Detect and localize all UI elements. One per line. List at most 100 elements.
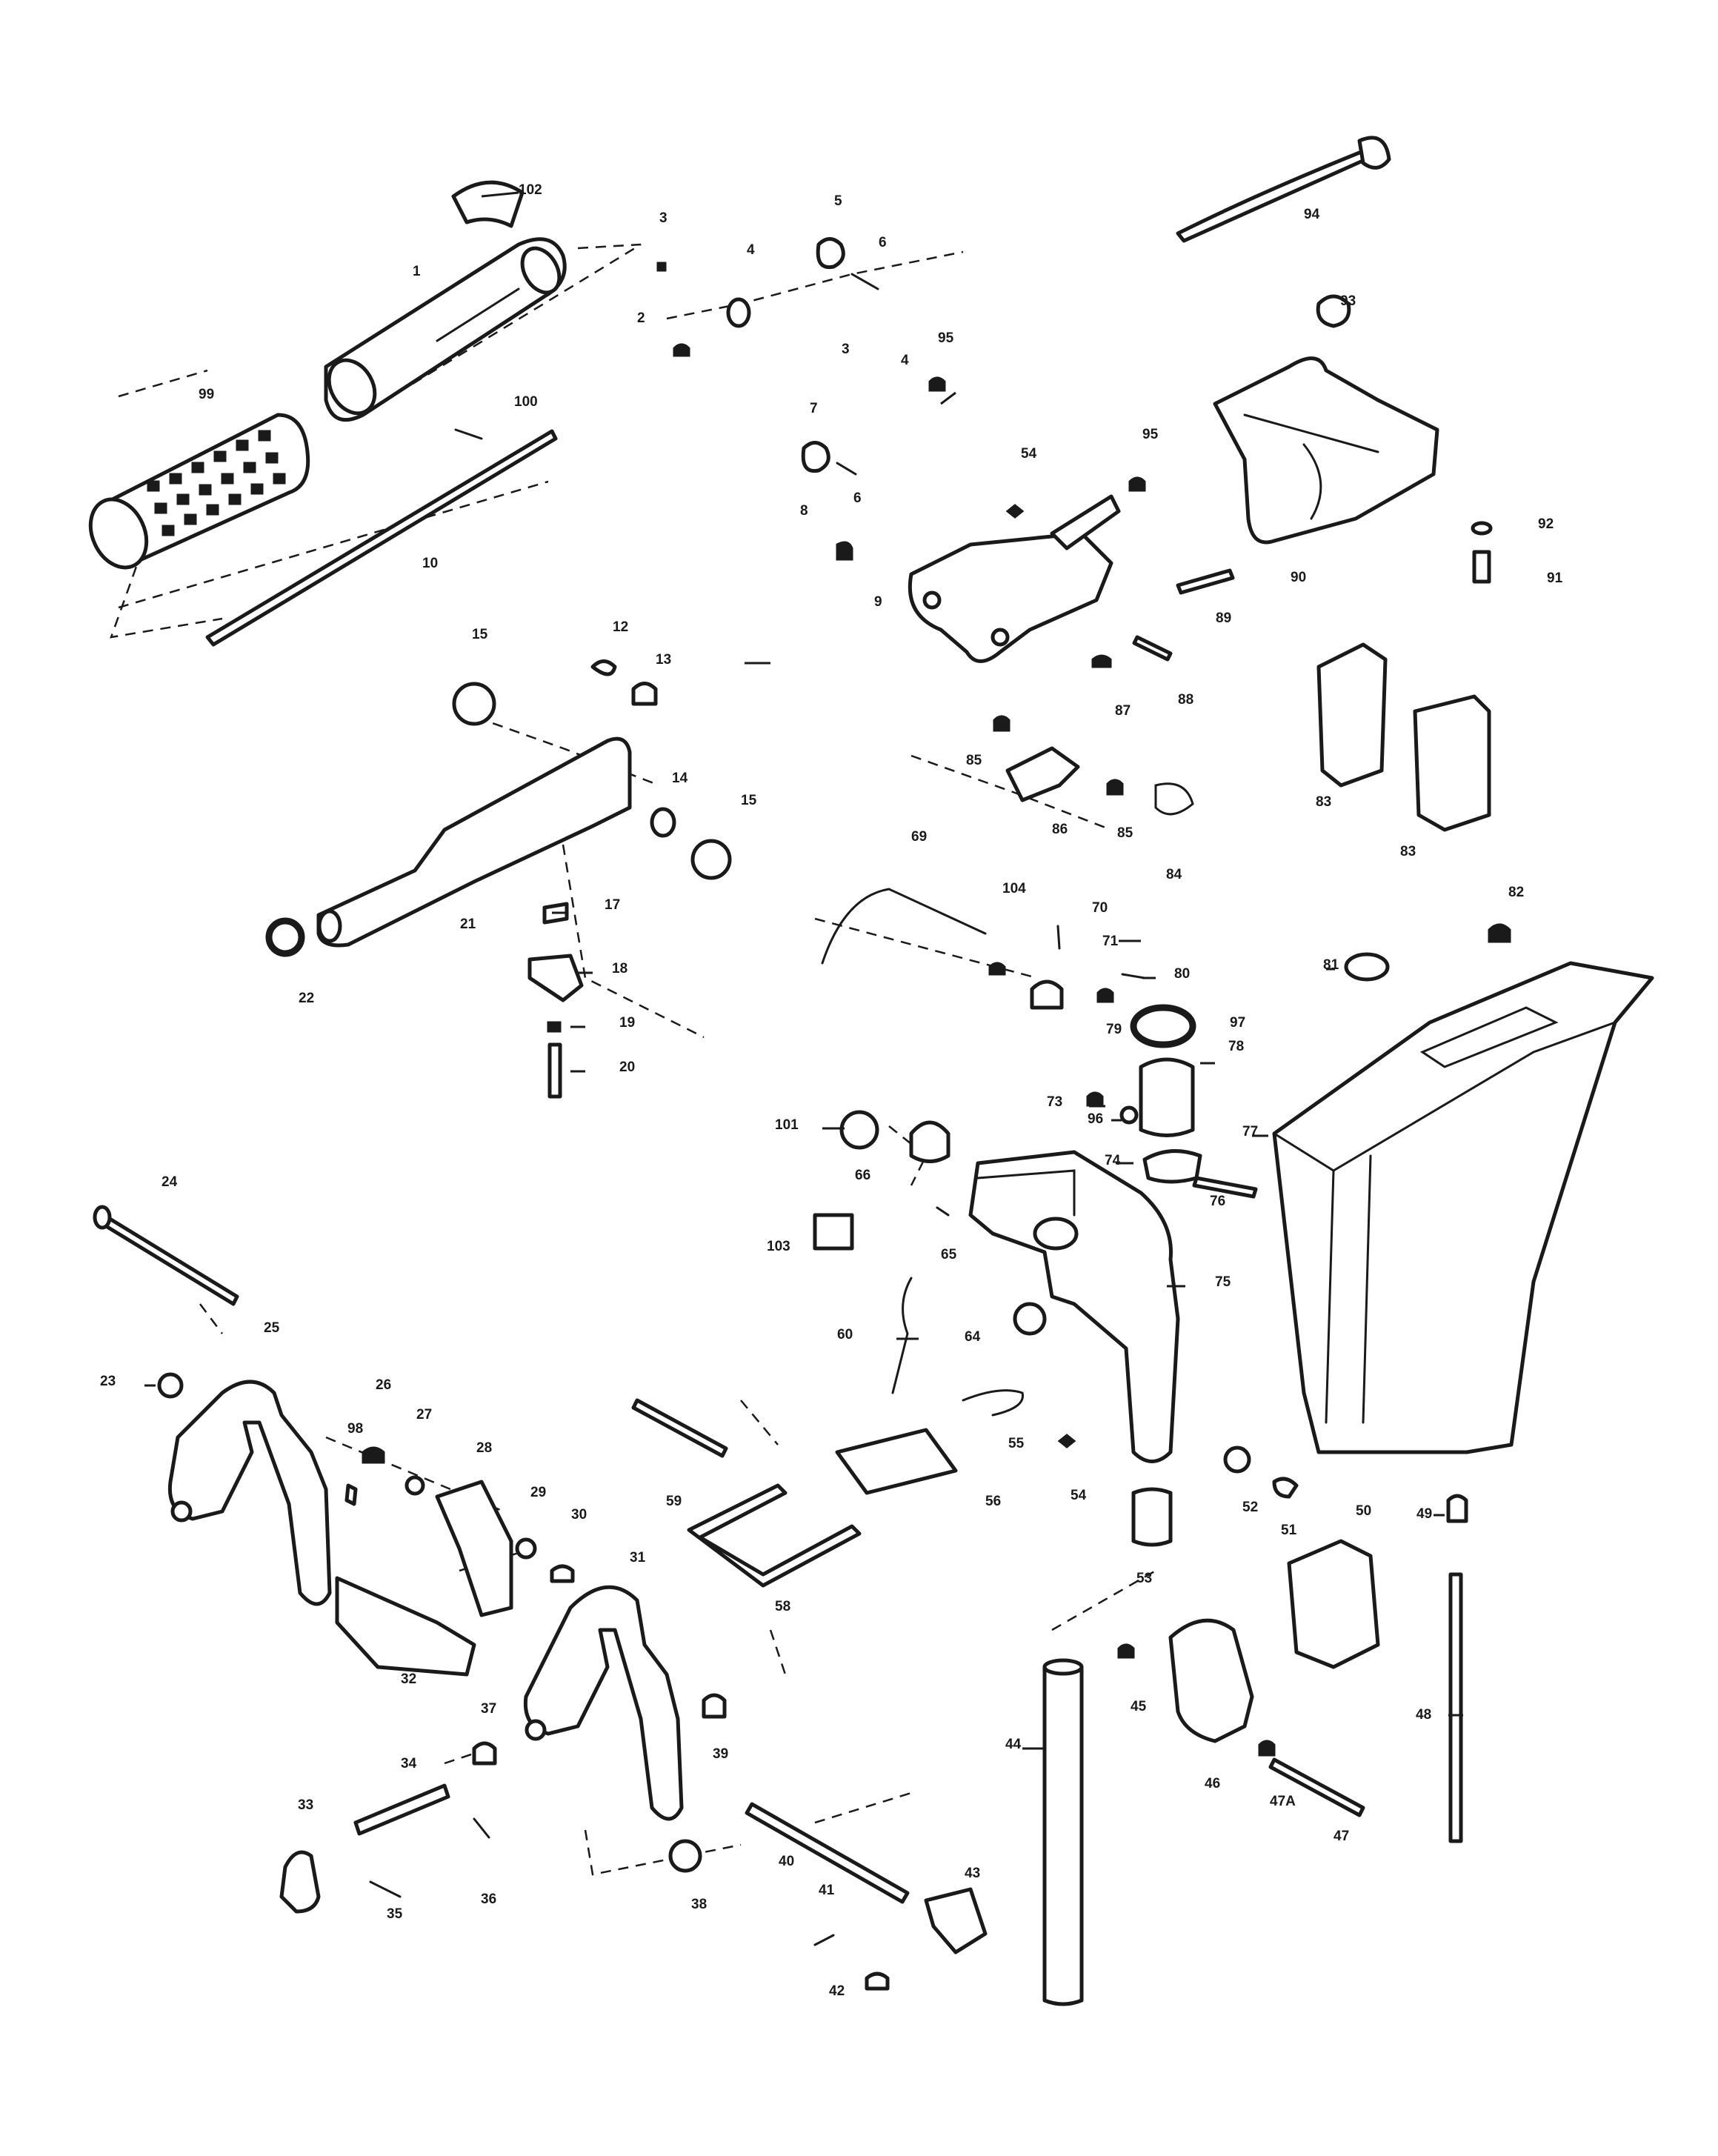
part-84-spring (1154, 782, 1194, 816)
callout-20: 20 (619, 1059, 635, 1075)
callout-31: 31 (630, 1550, 646, 1566)
part-65-pin (936, 1206, 950, 1217)
part-97-ring (1130, 1004, 1196, 1048)
callout-82: 82 (1508, 885, 1524, 900)
part-27-washer (404, 1475, 425, 1496)
callout-97: 97 (1230, 1015, 1245, 1031)
part-96-washer (1119, 1105, 1139, 1125)
part-22-o-ring (265, 917, 305, 957)
callout-41: 41 (819, 1883, 835, 1898)
callout-33: 33 (298, 1797, 313, 1813)
part-83-cover-left (1316, 642, 1388, 788)
callout-59: 59 (666, 1494, 682, 1509)
callout-54: 54 (1071, 1488, 1087, 1503)
callout-100: 100 (514, 394, 538, 410)
callout-84: 84 (1166, 867, 1182, 882)
callout-78: 78 (1228, 1039, 1244, 1054)
callout-90: 90 (1291, 570, 1306, 585)
callout-45: 45 (1131, 1699, 1147, 1714)
callout-56: 56 (985, 1494, 1001, 1509)
callout-99: 99 (199, 387, 214, 402)
callout-40: 40 (779, 1854, 794, 1869)
callout-42: 42 (829, 1983, 845, 1999)
part-54-nut-lower (1057, 1434, 1076, 1448)
part-40-rod (745, 1802, 910, 1904)
part-100-pin (454, 428, 483, 440)
callout-9: 9 (874, 594, 882, 610)
callout-94: 94 (1304, 207, 1320, 222)
part-10-rod (205, 429, 558, 647)
part-79-nut (1096, 988, 1114, 1003)
part-83-cover-right (1413, 694, 1491, 832)
callout-23: 23 (100, 1374, 116, 1389)
part-41-pin (813, 1934, 835, 1946)
callout-96: 96 (1088, 1111, 1103, 1127)
part-73-nut (1086, 1091, 1104, 1107)
callout-103: 103 (767, 1239, 790, 1254)
part-81-plug (1344, 952, 1390, 982)
callout-30: 30 (571, 1507, 587, 1523)
callout-51: 51 (1281, 1523, 1297, 1538)
callout-87: 87 (1115, 703, 1131, 719)
part-88-pin (1132, 635, 1173, 662)
callout-52: 52 (1242, 1500, 1258, 1515)
callout-17: 17 (605, 897, 620, 913)
callout-4: 4 (901, 353, 909, 368)
part-48-rod (1448, 1572, 1463, 1843)
callout-50: 50 (1356, 1503, 1371, 1519)
part-47-bolt (1268, 1757, 1365, 1817)
callout-83: 83 (1316, 794, 1331, 810)
callout-44: 44 (1005, 1737, 1022, 1752)
callout-80: 80 (1174, 966, 1190, 982)
part-52-washer (1223, 1445, 1251, 1474)
part-71-bushing (1030, 979, 1064, 1010)
part-102-clip (451, 180, 525, 228)
callout-70: 70 (1092, 900, 1108, 916)
part-9-steering-arm (908, 494, 1121, 663)
assembly-guide-lines (110, 243, 1156, 1876)
callout-54: 54 (1021, 446, 1037, 462)
part-94-link-rod (1176, 146, 1376, 243)
callout-75: 75 (1215, 1274, 1231, 1290)
callout-66: 66 (855, 1168, 870, 1183)
part-26-bushing (362, 1446, 385, 1464)
callout-93: 93 (1340, 293, 1356, 309)
part-92-ring (1471, 521, 1493, 536)
part-69-link (821, 888, 987, 965)
callout-43: 43 (965, 1866, 980, 1881)
callout-104: 104 (1002, 881, 1026, 896)
callout-88: 88 (1178, 692, 1193, 708)
callout-81: 81 (1323, 957, 1339, 973)
callout-3: 3 (842, 342, 850, 357)
part-1-tiller-tube (324, 237, 567, 422)
callout-101: 101 (775, 1117, 799, 1133)
callout-8: 8 (800, 503, 808, 519)
part-50-cover (1287, 1539, 1380, 1669)
part-28-tilt-plate (435, 1480, 513, 1617)
part-38-washer (668, 1839, 702, 1873)
part-77-exhaust-housing (1272, 961, 1654, 1454)
part-66-bushing (909, 1120, 950, 1163)
part-21-arm (316, 736, 632, 948)
callout-71: 71 (1102, 934, 1119, 949)
part-89-bolt (1176, 568, 1235, 595)
part-7-gear (801, 441, 830, 473)
callout-14: 14 (672, 771, 688, 786)
callout-83: 83 (1400, 844, 1416, 859)
part-13-plug (631, 682, 658, 706)
part-20-bolt (547, 1042, 562, 1099)
part-4-washer (726, 297, 751, 328)
part-64-washer (1013, 1302, 1047, 1336)
part-98-pin (344, 1483, 358, 1506)
part-42-clip (865, 1972, 890, 1991)
part-74-clamp (1142, 1149, 1202, 1184)
callout-79: 79 (1106, 1022, 1122, 1037)
callout-19: 19 (619, 1015, 635, 1031)
callout-5: 5 (834, 193, 842, 209)
callout-60: 60 (837, 1327, 853, 1342)
callout-2: 2 (637, 310, 645, 326)
part-43-bracket (924, 1887, 988, 1954)
part-29-washer (515, 1537, 537, 1560)
callout-47A: 47A (1270, 1794, 1296, 1809)
part-47A-washer (1258, 1740, 1276, 1757)
